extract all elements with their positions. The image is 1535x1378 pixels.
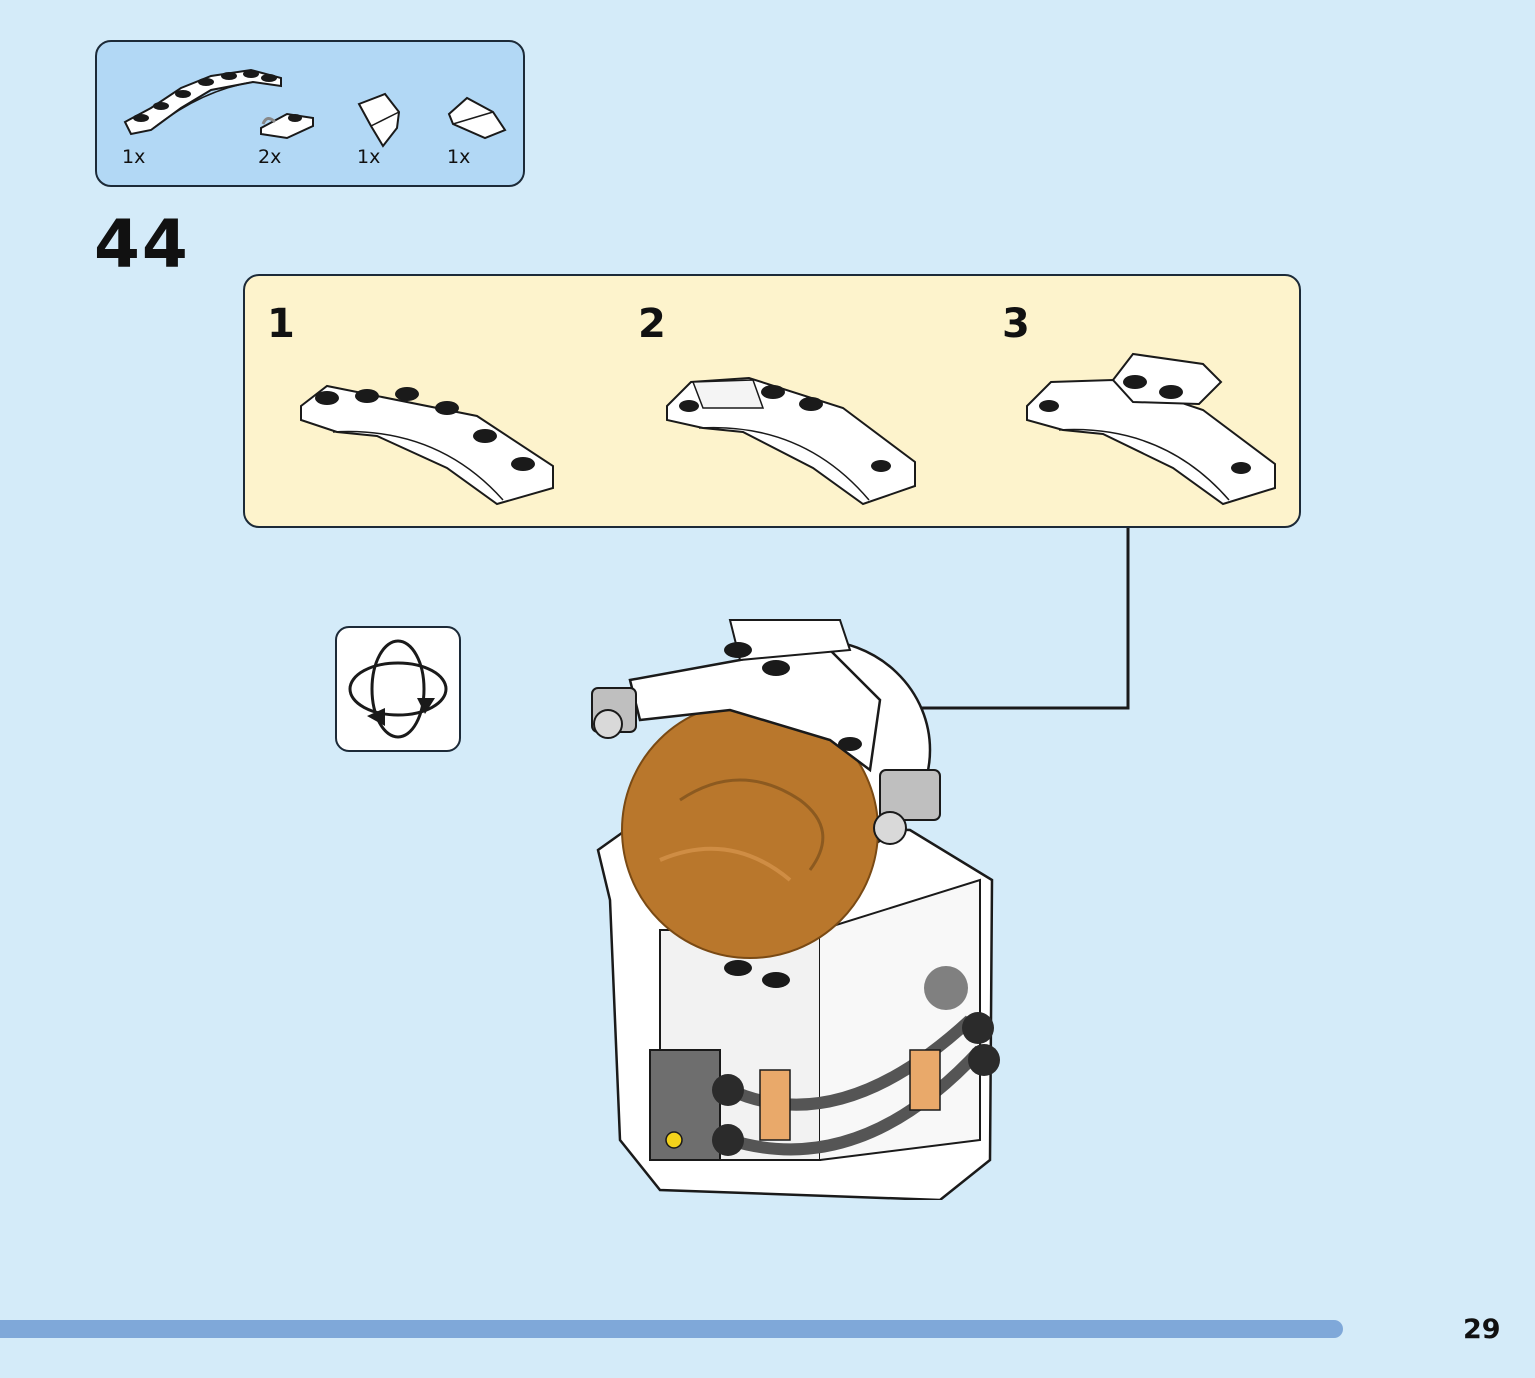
- parts-list: 1x 2x 1x 1x: [95, 40, 525, 187]
- part-qty: 1x: [357, 146, 381, 168]
- page-number: 29: [1463, 1314, 1501, 1345]
- rotate-icon: [348, 639, 448, 739]
- substep-panel: 1 2 3: [243, 274, 1301, 528]
- substep-number: 3: [1002, 301, 1030, 347]
- part-qty: 1x: [447, 146, 471, 168]
- part-clip-plate: [257, 104, 317, 140]
- part-wedge-left: [355, 90, 403, 148]
- rotate-model-icon: [335, 626, 461, 752]
- part-qty: 1x: [122, 146, 146, 168]
- substep-number: 1: [267, 301, 295, 347]
- substep-1-model: [297, 376, 557, 510]
- substep-2-model: [663, 368, 923, 510]
- progress-bar: [0, 1320, 1436, 1338]
- substep-number: 2: [638, 301, 666, 347]
- part-wedge-right: [445, 94, 507, 144]
- substep-3-model: [1023, 344, 1283, 512]
- step-number: 44: [94, 206, 190, 283]
- part-qty: 2x: [258, 146, 282, 168]
- astronaut-model: [580, 600, 1010, 1204]
- progress-fill: [0, 1320, 1343, 1338]
- part-arch-plate: [121, 60, 286, 145]
